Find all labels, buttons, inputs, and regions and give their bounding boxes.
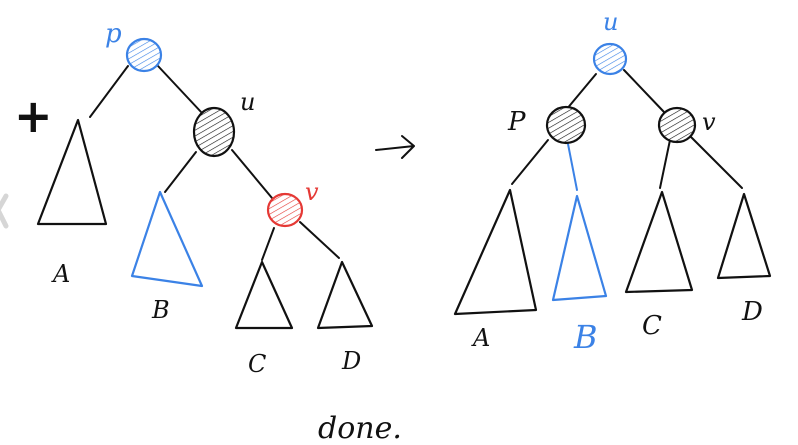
- right-label-A: A: [471, 324, 490, 352]
- left-edge-p-u: [157, 65, 203, 114]
- right-node-u: [592, 42, 628, 76]
- left-edge-p-A: [89, 65, 129, 118]
- left-tree: p u v + A B C D: [14, 19, 374, 378]
- left-subtree-B: [130, 190, 204, 288]
- right-edge-p-B: [567, 143, 578, 191]
- left-label-p: p: [105, 19, 122, 49]
- right-label-B: B: [573, 318, 598, 356]
- left-label-A: A: [51, 260, 70, 288]
- left-edge-v-D: [299, 221, 340, 259]
- right-subtree-A: [453, 188, 538, 316]
- right-label-v: v: [702, 108, 716, 136]
- right-edge-v-C: [659, 139, 671, 189]
- left-label-plus: +: [14, 89, 53, 143]
- left-node-v: [266, 192, 304, 228]
- right-edge-p-A: [511, 139, 549, 185]
- right-subtree-C: [624, 190, 694, 294]
- right-label-p: P: [507, 107, 526, 137]
- left-subtree-D: [316, 260, 374, 330]
- right-label-u: u: [603, 8, 618, 36]
- right-label-D: D: [741, 297, 763, 327]
- right-tree: u P v A B C D: [453, 8, 772, 356]
- right-edge-u-v: [623, 69, 665, 113]
- right-subtree-D: [716, 192, 772, 280]
- right-edge-v-D: [689, 135, 743, 189]
- right-label-C: C: [642, 311, 662, 341]
- left-label-D: D: [341, 347, 361, 375]
- left-edge-v-C: [261, 227, 275, 261]
- left-label-v: v: [305, 178, 319, 206]
- left-subtree-C: [234, 260, 294, 330]
- left-edge-u-v: [231, 149, 273, 199]
- left-label-C: C: [248, 350, 266, 378]
- right-subtree-B: [551, 194, 608, 302]
- left-node-u: [192, 106, 236, 158]
- left-chevron-icon: [0, 193, 9, 229]
- left-node-p: [125, 37, 163, 73]
- right-edge-u-p: [565, 73, 597, 111]
- right-node-v: [657, 106, 697, 144]
- left-subtree-A: [36, 118, 108, 226]
- caption-done: done.: [318, 411, 402, 445]
- left-edge-u-B: [164, 151, 197, 193]
- left-label-B: B: [151, 296, 170, 324]
- left-label-u: u: [240, 88, 255, 116]
- rotation-arrow-icon: [375, 135, 415, 159]
- right-node-p: [545, 105, 587, 145]
